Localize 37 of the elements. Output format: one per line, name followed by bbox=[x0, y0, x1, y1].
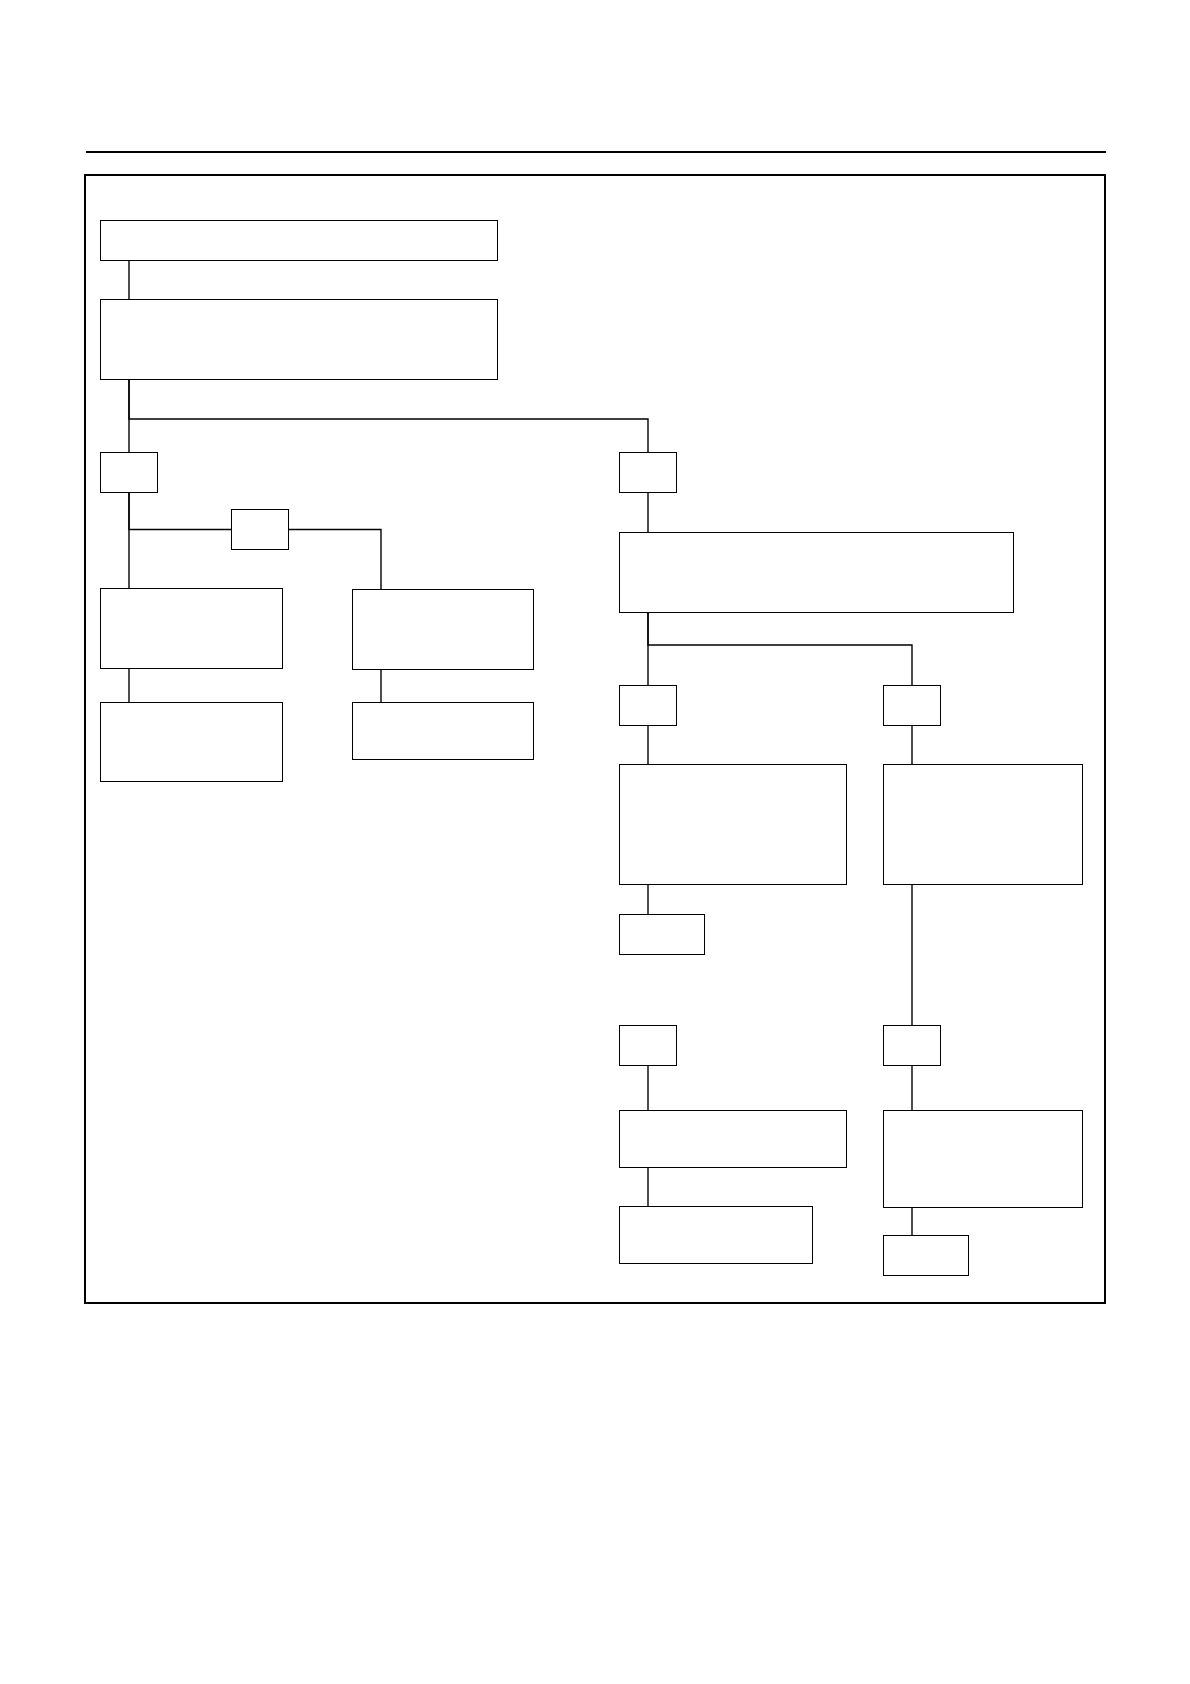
flowchart-box bbox=[619, 532, 1014, 613]
connector-line bbox=[647, 884, 649, 915]
connector-line bbox=[128, 379, 649, 453]
connector-line bbox=[647, 725, 649, 765]
flowchart-box bbox=[619, 1206, 813, 1264]
flowchart-box bbox=[352, 589, 534, 670]
connector-line bbox=[911, 884, 913, 1026]
connector-line bbox=[647, 612, 913, 686]
flowchart-box bbox=[883, 1025, 941, 1066]
flowchart-box bbox=[619, 1110, 847, 1168]
flowchart-box bbox=[619, 452, 677, 493]
connector-line bbox=[380, 669, 382, 703]
connector-line bbox=[911, 1207, 913, 1236]
flowchart-box bbox=[100, 588, 283, 669]
flowchart-box bbox=[883, 1235, 969, 1276]
flowchart-box bbox=[883, 685, 941, 726]
connector-line bbox=[647, 1167, 649, 1207]
connector-line bbox=[128, 668, 130, 703]
flowchart-box bbox=[619, 1025, 677, 1066]
flowchart-box bbox=[100, 702, 283, 782]
connector-line bbox=[128, 492, 130, 589]
flowchart-box bbox=[619, 914, 705, 955]
flowchart-box bbox=[619, 685, 677, 726]
connector-line bbox=[128, 260, 130, 300]
flowchart-box bbox=[100, 299, 498, 380]
flowchart-box bbox=[883, 764, 1083, 885]
flowchart-box bbox=[100, 220, 498, 261]
connector-line bbox=[911, 725, 913, 765]
connector-line bbox=[911, 1065, 913, 1111]
connector-line bbox=[647, 1065, 649, 1111]
flowchart-box bbox=[231, 509, 289, 550]
flowchart-box bbox=[619, 764, 847, 885]
connector-line bbox=[647, 492, 649, 533]
flowchart-box bbox=[352, 702, 534, 760]
connector-line bbox=[288, 528, 382, 590]
flowchart-box bbox=[100, 452, 158, 493]
flowchart-box bbox=[883, 1110, 1083, 1208]
